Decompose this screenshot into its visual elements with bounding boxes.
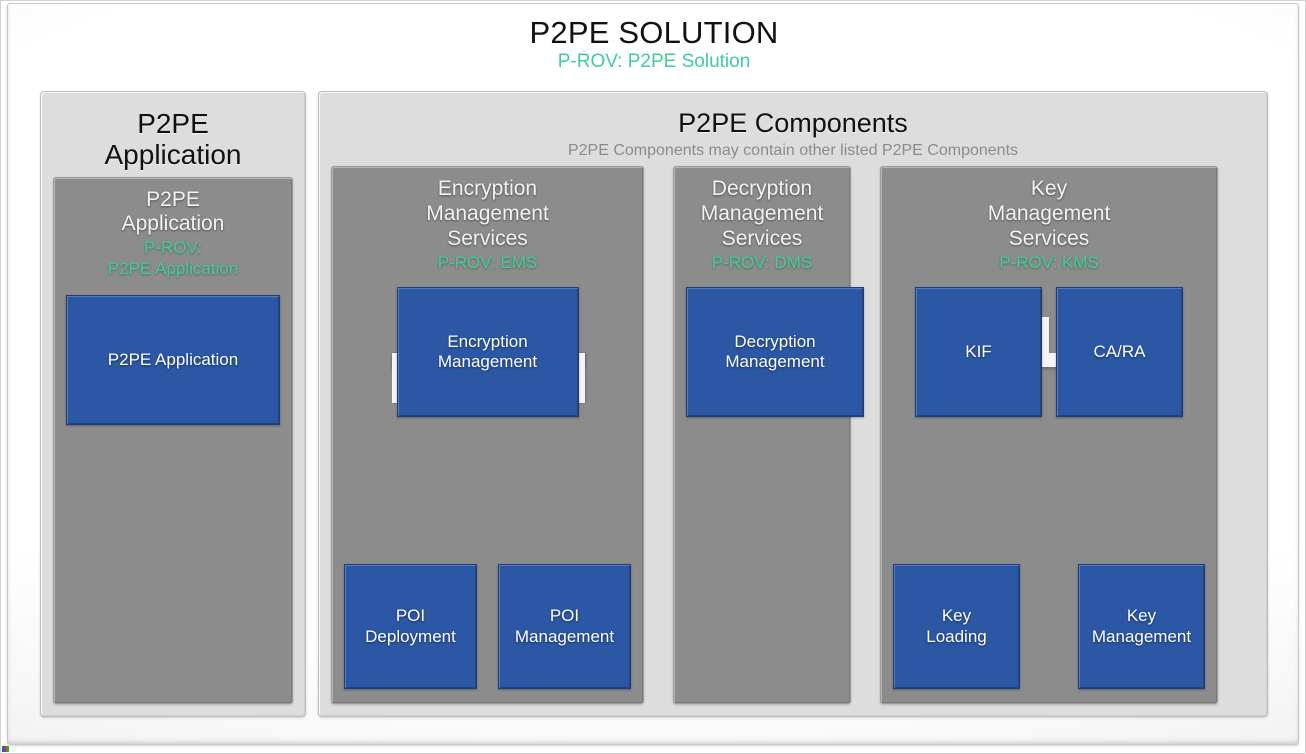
component-box-label-line1: Encryption — [447, 331, 528, 351]
card-dms-title: Decryption Management Services — [686, 177, 838, 251]
component-box-label-line2: Deployment — [365, 626, 456, 646]
component-box-label: CA/RA — [1093, 341, 1146, 361]
card-ems-rov: P-ROV: EMS — [437, 252, 538, 272]
component-box-label-line2: Management — [725, 352, 825, 372]
card-p2pe-application: P2PE Application P-ROV: P2PE Application… — [53, 176, 293, 704]
card-dms-title-line1: Decryption — [711, 177, 813, 201]
card-kms-title-line3: Services — [1008, 226, 1090, 250]
diagram-title-block: P2PE SOLUTION P-ROV: P2PE Solution — [1, 15, 1306, 73]
card-encryption-management-services: Encryption Management Services P-ROV: EM… — [331, 166, 644, 704]
component-box-label-line2: Management — [514, 626, 615, 646]
card-dms-title-line2: Management — [700, 202, 824, 226]
card-application-rov-line1: P-ROV: — [144, 238, 202, 258]
card-dms-title-line3: Services — [721, 226, 803, 250]
component-box-p2pe-application[interactable]: P2PE Application — [66, 295, 280, 426]
card-decryption-management-services: Decryption Management Services P-ROV: DM… — [673, 166, 864, 704]
panel-p2pe-application: P2PE Application P2PE Application P-ROV:… — [40, 91, 306, 717]
component-box-label: P2PE Application — [107, 349, 239, 369]
panel-components-note: P2PE Components may contain other listed… — [567, 142, 1019, 160]
panel-components-header: P2PE Components P2PE Components may cont… — [325, 98, 1261, 166]
card-kms-title-line2: Management — [987, 202, 1111, 226]
card-ems-title-line3: Services — [447, 226, 528, 250]
component-box-label-line1: POI — [395, 606, 426, 626]
component-box-label-line2: Loading — [926, 626, 987, 646]
card-ems-title-line2: Management — [426, 202, 549, 226]
component-box-kif[interactable]: KIF — [915, 287, 1042, 418]
card-application-rov-line2: P2PE Application — [107, 258, 239, 278]
page-subtitle-rov: P-ROV: P2PE Solution — [557, 51, 751, 73]
panel-application-body: P2PE Application P-ROV: P2PE Application… — [47, 176, 299, 710]
component-box-label-line1: Decryption — [734, 331, 816, 351]
panel-application-heading-line1: P2PE — [137, 108, 209, 139]
panels-row: P2PE Application P2PE Application P-ROV:… — [40, 91, 1268, 717]
kms-top-tier: KIF CA/RA — [893, 287, 1205, 418]
card-application-title-line1: P2PE — [146, 187, 200, 211]
card-ems-title-line1: Encryption — [437, 177, 538, 201]
component-box-label-line2: Management — [1091, 626, 1192, 646]
panel-components-heading: P2PE Components — [678, 108, 908, 138]
card-kms-title-line1: Key — [1030, 177, 1068, 201]
corner-color-artifact — [2, 746, 9, 752]
page-title: P2PE SOLUTION — [529, 15, 779, 50]
component-box-label: KIF — [965, 341, 992, 361]
panel-application-heading-line2: Application — [104, 139, 242, 171]
component-box-label-line2: Management — [437, 352, 538, 372]
panel-p2pe-components: P2PE Components P2PE Components may cont… — [318, 91, 1268, 717]
panel-application-header: P2PE Application — [47, 98, 299, 177]
component-box-label-line1: Key — [941, 606, 972, 626]
panel-components-body: Encryption Management Services P-ROV: EM… — [325, 166, 1261, 710]
card-application-title: P2PE Application — [66, 188, 280, 238]
card-kms-title: Key Management Services — [893, 177, 1205, 251]
component-box-ca-ra[interactable]: CA/RA — [1056, 287, 1183, 418]
card-kms-rov: P-ROV: KMS — [999, 252, 1099, 272]
card-dms-rov: P-ROV: DMS — [711, 252, 813, 272]
component-box-label-line1: Key — [1126, 606, 1157, 626]
card-application-title-line2: Application — [121, 212, 225, 236]
card-key-management-services: Key Management Services P-ROV: KMS KIF — [880, 166, 1218, 704]
card-ems-title: Encryption Management Services — [344, 177, 631, 251]
component-box-label-line1: POI — [549, 606, 580, 626]
card-application-rov: P-ROV: P2PE Application — [66, 238, 280, 279]
